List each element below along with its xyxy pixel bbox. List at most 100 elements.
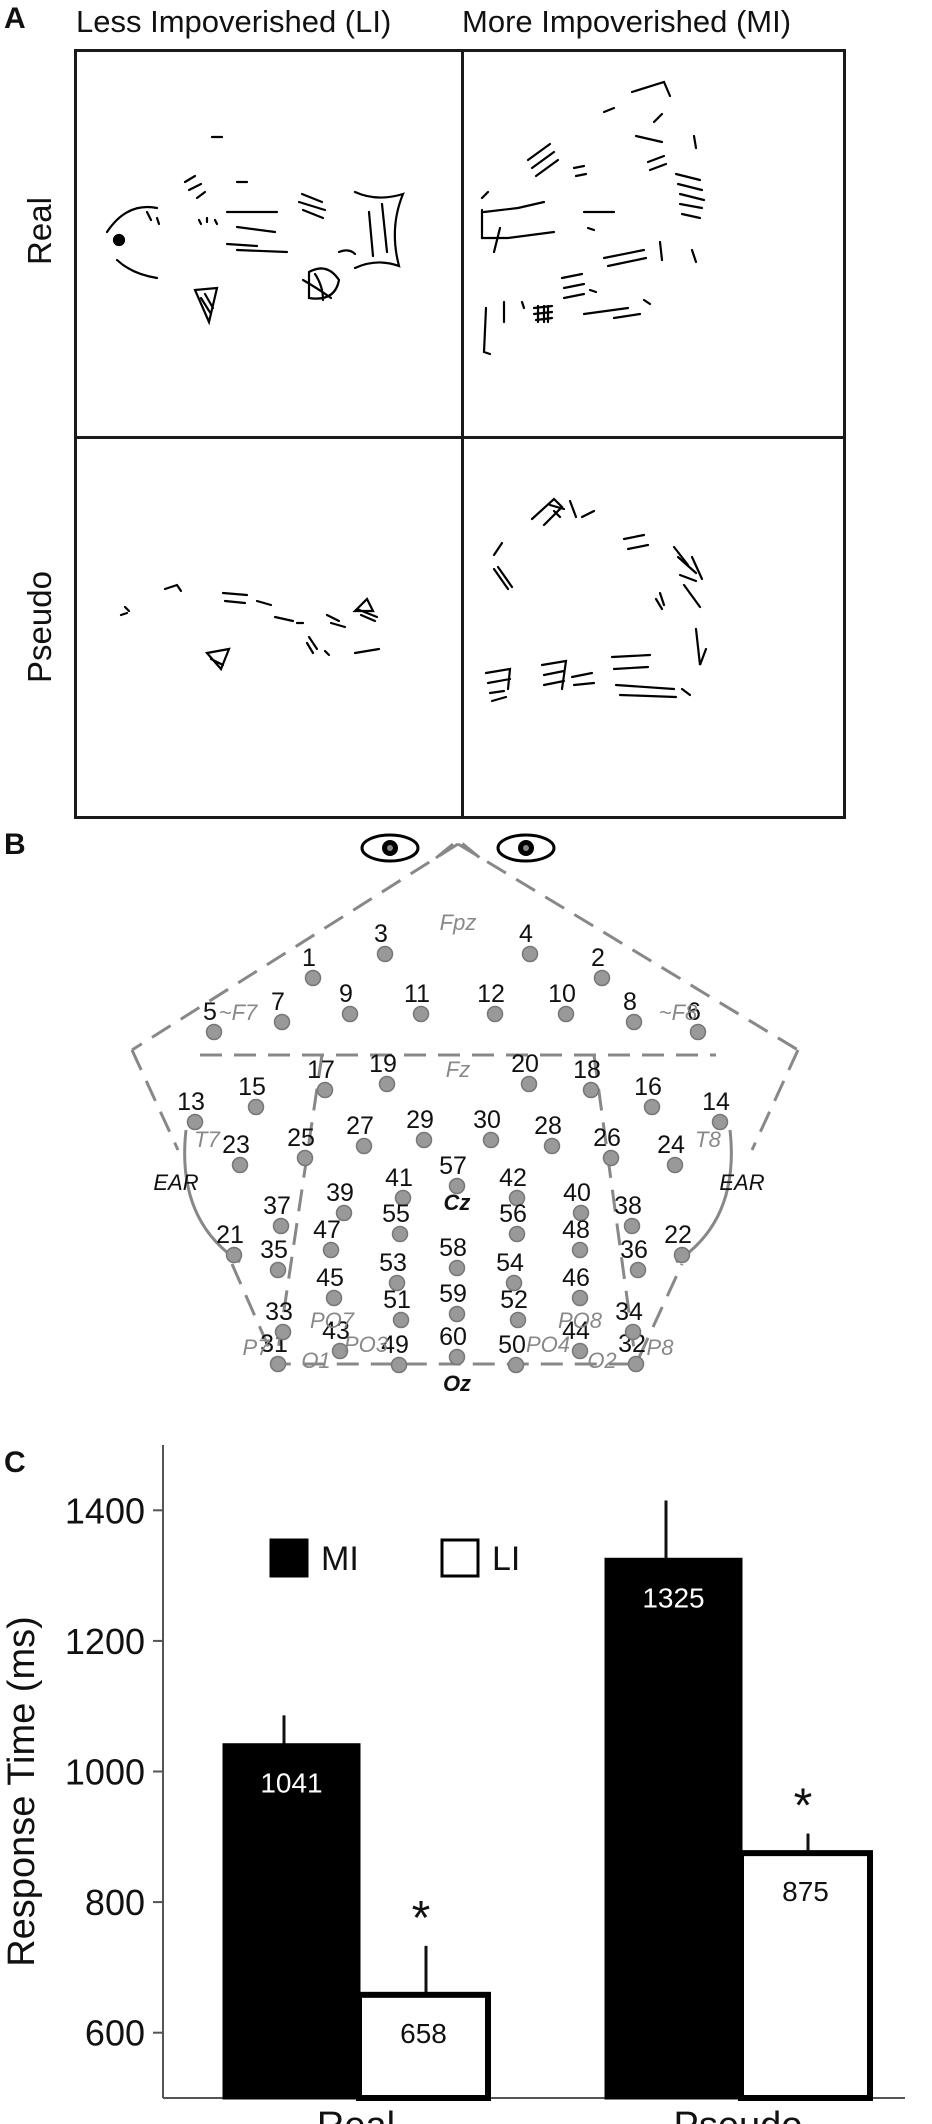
electrode-number: 18 [573,1056,601,1084]
electrode-number: 6 [687,998,701,1026]
electrode-number: 8 [623,988,637,1016]
electrode-41: 41 [385,1164,413,1207]
electrode-number: 11 [404,980,430,1008]
electrode-number: 53 [379,1249,407,1277]
electrode-number: 19 [369,1050,397,1078]
electrode-11: 11 [404,980,430,1023]
legend-swatch-li [440,1538,480,1578]
electrode-number: 7 [271,988,285,1016]
electrode-dot [325,1289,343,1307]
site-label-f7: ~F7 [219,1000,258,1025]
electrode-number: 45 [316,1264,344,1292]
electrode-60: 60 [439,1323,467,1366]
bar-value-label: 875 [782,1876,829,1907]
electrode-37: 37 [263,1192,291,1235]
significance-star: * [412,1892,431,1945]
electrode-number: 20 [511,1050,539,1078]
electrode-number: 27 [346,1112,374,1140]
electrode-18: 18 [573,1056,601,1099]
electrode-16: 16 [634,1073,662,1116]
legend-label-mi: MI [321,1540,359,1578]
y-axis-label: Response Time (ms) [1,1616,43,1967]
electrode-29: 29 [406,1106,434,1149]
electrode-dot [711,1113,729,1131]
electrode-51: 51 [383,1286,411,1329]
bar-mi-pseudo [604,1557,743,2100]
electrode-number: 41 [385,1164,413,1192]
electrode-dot [666,1156,684,1174]
legend-swatch-mi [269,1538,309,1578]
electrode-17: 17 [307,1056,335,1099]
electrode-dot [394,1189,412,1207]
electrode-number: 40 [563,1179,591,1207]
electrode-dot [624,1323,642,1341]
electrode-dot [448,1348,466,1366]
electrode-dot [335,1204,353,1222]
electrode-number: 38 [614,1192,642,1220]
electrode-19: 19 [369,1050,397,1093]
electrode-dot [627,1355,645,1373]
electrode-dot [304,969,322,987]
electrode-dot [186,1113,204,1131]
electrode-number: 35 [260,1236,288,1264]
electrode-dot [272,1217,290,1235]
site-label-o2: O2 [587,1348,616,1373]
ear-outline [183,1129,733,1264]
electrode-dot [269,1261,287,1279]
electrode-dot [507,1356,525,1374]
y-tick-label: 1000 [65,1752,145,1793]
electrode-dot [602,1149,620,1167]
electrode-2: 2 [591,944,611,987]
electrode-dot [448,1177,466,1195]
site-label-po3: PO3 [344,1332,389,1357]
electrode-34: 34 [615,1298,643,1341]
electrode-number: 2 [591,944,605,972]
electrode-dot [629,1261,647,1279]
electrode-56: 56 [499,1200,527,1243]
electrode-number: 36 [620,1236,648,1264]
electrode-number: 60 [439,1323,467,1351]
electrode-dot [557,1005,575,1023]
bar-li-real [356,1991,491,2101]
right-eye-icon [496,833,556,863]
electrode-dot [247,1098,265,1116]
electrode-dot [505,1274,523,1292]
fish-line-drawing-real-li [105,135,405,326]
electrode-1: 1 [302,944,322,987]
electrode-dot [274,1323,292,1341]
electrode-dot [689,1023,707,1041]
electrode-dot [355,1137,373,1155]
electrode-number: 5 [203,998,217,1026]
y-tick-label: 1400 [65,1490,145,1531]
electrode-number: 34 [615,1298,643,1326]
electrode-47: 47 [313,1216,341,1259]
electrode-number: 56 [499,1200,527,1228]
electrode-44: 44 [562,1317,590,1360]
electrode-number: 14 [702,1088,730,1116]
electrode-number: 22 [664,1221,692,1249]
electrode-dot [571,1342,589,1360]
electrode-number: 48 [562,1216,590,1244]
electrode-number: 9 [339,980,353,1008]
electrode-9: 9 [339,980,359,1023]
electrode-dot [625,1013,643,1031]
significance-star: * [794,1780,813,1833]
electrode-number: 29 [406,1106,434,1134]
electrode-number: 50 [498,1331,526,1359]
electrode-number: 44 [562,1317,590,1345]
electrode-13: 13 [177,1088,205,1131]
electrode-dot [412,1005,430,1023]
grid-divider-vertical [461,52,464,816]
electrode-36: 36 [620,1236,648,1279]
electrode-7: 7 [271,988,291,1031]
electrode-dot [623,1217,641,1235]
electrode-number: 55 [382,1200,410,1228]
electrode-40: 40 [563,1179,591,1222]
electrode-dot [331,1342,349,1360]
electrode-number: 47 [313,1216,341,1244]
electrode-number: 15 [238,1073,266,1101]
